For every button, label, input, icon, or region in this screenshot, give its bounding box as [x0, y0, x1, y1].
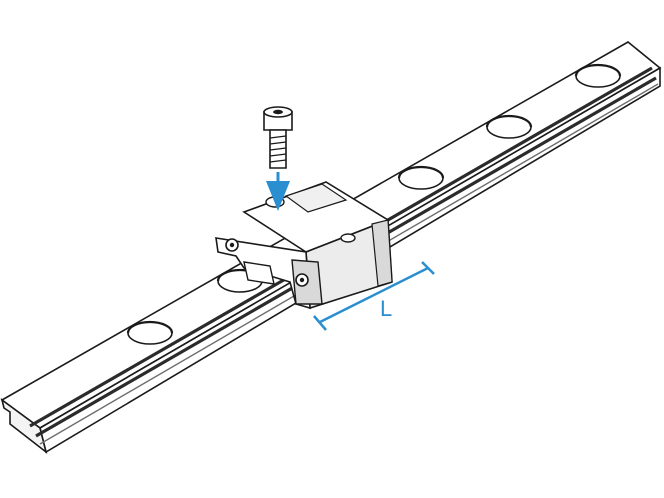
block-end-cap-band — [371, 219, 393, 287]
block-top-recess — [284, 183, 348, 213]
rail-mounting-hole-4 — [485, 114, 533, 139]
front-screw-left — [225, 238, 239, 252]
rail-mounting-hole-1 — [126, 320, 174, 345]
rail-mounting-hole-3 — [397, 165, 445, 190]
block-top-hole-front — [265, 196, 285, 208]
length-dimension: L — [313, 261, 435, 331]
front-screw-right — [295, 273, 309, 287]
dimension-label: L — [380, 296, 392, 321]
rail-mounting-hole-5 — [574, 63, 622, 88]
socket-head-cap-screw-icon — [263, 106, 293, 169]
block-top-hole-side — [340, 233, 356, 243]
rail-end-face — [0, 398, 48, 455]
block-rail-opening — [243, 261, 275, 285]
